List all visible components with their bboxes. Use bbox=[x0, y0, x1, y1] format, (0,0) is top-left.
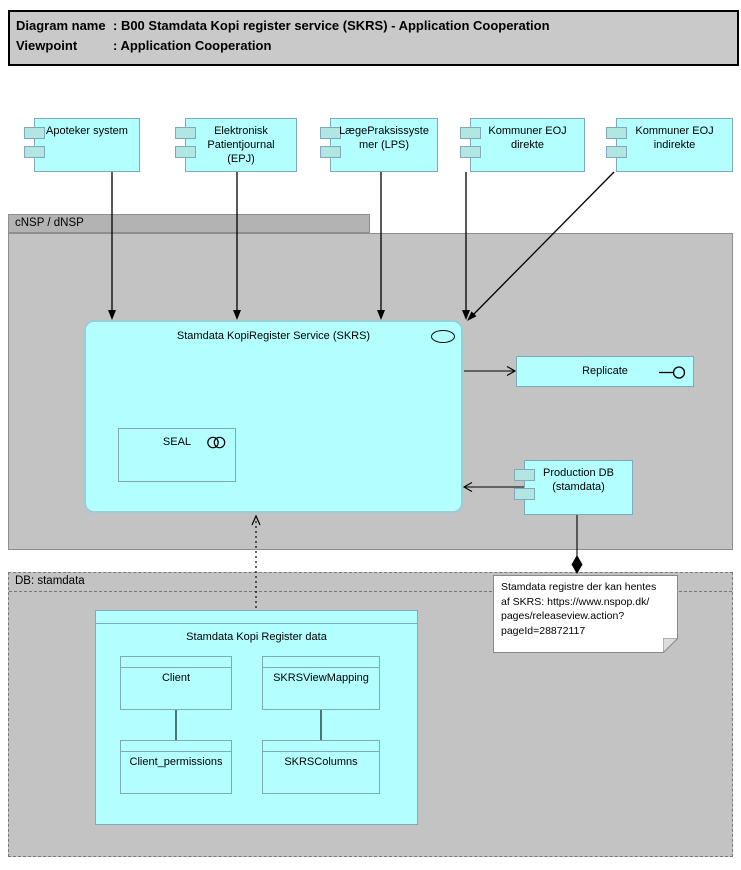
title-row-diagram-name: Diagram name : B00 Stamdata Kopi registe… bbox=[16, 16, 737, 36]
component-port-icon bbox=[514, 488, 535, 500]
seal-label: SEAL bbox=[162, 436, 192, 448]
component-seal[interactable]: SEAL bbox=[118, 428, 236, 482]
data-object-band bbox=[96, 611, 417, 624]
group-header-db-stamdata: DB: stamdata bbox=[9, 573, 732, 592]
interface-replicate[interactable]: Replicate bbox=[516, 356, 694, 387]
component-port-icon bbox=[320, 127, 341, 139]
title-row-viewpoint: Viewpoint : Application Cooperation bbox=[16, 36, 737, 56]
label-line: direkte bbox=[510, 139, 545, 151]
component-label: LægePraksissyste mer (LPS) bbox=[331, 124, 437, 152]
service-label: Stamdata KopiRegister Service (SKRS) bbox=[176, 330, 371, 342]
component-port-icon bbox=[460, 127, 481, 139]
component-port-icon bbox=[606, 127, 627, 139]
replicate-label: Replicate bbox=[582, 365, 628, 377]
label-line: Apoteker system bbox=[46, 125, 128, 137]
data-object-label: Client bbox=[161, 672, 191, 684]
component-label: Elektronisk Patientjournal (EPJ) bbox=[186, 124, 296, 166]
label-line: LægePraksissyste bbox=[339, 125, 429, 137]
label-line: (stamdata) bbox=[552, 481, 605, 493]
component-label: Kommuner EOJ direkte bbox=[471, 124, 584, 152]
note-line: pageId=28872117 bbox=[501, 624, 586, 637]
data-object-label: Client_permissions bbox=[129, 756, 223, 768]
component-port-icon bbox=[24, 146, 45, 158]
viewpoint-value: : Application Cooperation bbox=[113, 38, 272, 53]
component-apoteker-system[interactable]: Apoteker system bbox=[24, 118, 140, 172]
component-laegepraksissystemer[interactable]: LægePraksissyste mer (LPS) bbox=[320, 118, 438, 172]
label-line: mer (LPS) bbox=[358, 139, 410, 151]
component-kommuner-eoj-indirekte[interactable]: Kommuner EOJ indirekte bbox=[606, 118, 733, 172]
label-line: Elektronisk bbox=[214, 125, 268, 137]
data-object-band bbox=[263, 741, 379, 752]
data-object-skrscolumns[interactable]: SKRSColumns bbox=[262, 740, 380, 794]
note-line: Stamdata registre der kan hentes bbox=[501, 581, 657, 593]
group-label: DB: stamdata bbox=[15, 575, 85, 587]
viewpoint-label: Viewpoint bbox=[16, 38, 78, 53]
component-port-icon bbox=[175, 146, 196, 158]
note-line: pages/releaseview.action? bbox=[501, 610, 625, 622]
data-object-client[interactable]: Client bbox=[120, 656, 232, 710]
title-label: Diagram name bbox=[16, 18, 106, 33]
component-label: Production DB (stamdata) bbox=[525, 466, 632, 494]
component-port-icon bbox=[606, 146, 627, 158]
data-object-label: SKRSViewMapping bbox=[273, 672, 369, 684]
service-stamdata-kopiregister[interactable]: Stamdata KopiRegister Service (SKRS) bbox=[84, 320, 463, 513]
label-line: Kommuner EOJ bbox=[635, 125, 714, 137]
component-port-icon bbox=[514, 469, 535, 481]
component-port-icon bbox=[460, 146, 481, 158]
label-line: indirekte bbox=[653, 139, 696, 151]
data-model-title: Stamdata Kopi Register data bbox=[186, 631, 327, 643]
component-kommuner-eoj-direkte[interactable]: Kommuner EOJ direkte bbox=[460, 118, 585, 172]
group-label: cNSP / dNSP bbox=[15, 217, 84, 229]
data-object-band bbox=[121, 657, 231, 668]
component-label: Apoteker system bbox=[35, 124, 139, 138]
data-object-band bbox=[263, 657, 379, 668]
component-label: Kommuner EOJ indirekte bbox=[617, 124, 732, 152]
data-object-band bbox=[121, 741, 231, 752]
data-object-skrsviewmapping[interactable]: SKRSViewMapping bbox=[262, 656, 380, 710]
label-line: Production DB bbox=[543, 467, 614, 479]
application-service-icon bbox=[431, 330, 455, 343]
component-elektronisk-patientjournal[interactable]: Elektronisk Patientjournal (EPJ) bbox=[175, 118, 297, 172]
label-line: (EPJ) bbox=[227, 153, 255, 165]
label-line: Kommuner EOJ bbox=[488, 125, 567, 137]
data-object-label: SKRSColumns bbox=[284, 756, 358, 768]
note-fold-icon bbox=[663, 638, 678, 653]
note-line: af SKRS: https://www.nspop.dk/ bbox=[501, 595, 650, 608]
component-port-icon bbox=[175, 127, 196, 139]
group-tab-cnsp-dnsp[interactable]: cNSP / dNSP bbox=[8, 214, 370, 233]
data-object-client-permissions[interactable]: Client_permissions bbox=[120, 740, 232, 794]
component-production-db[interactable]: Production DB (stamdata) bbox=[514, 460, 633, 515]
note-stamdata-registre[interactable]: Stamdata registre der kan hentes af SKRS… bbox=[493, 575, 678, 653]
label-line: Patientjournal bbox=[207, 139, 275, 151]
diagram-title-bar: Diagram name : B00 Stamdata Kopi registe… bbox=[8, 10, 739, 66]
collaboration-icon bbox=[207, 436, 226, 449]
title-value: : B00 Stamdata Kopi register service (SK… bbox=[113, 18, 550, 33]
component-port-icon bbox=[320, 146, 341, 158]
interface-icon bbox=[659, 366, 686, 379]
component-port-icon bbox=[24, 127, 45, 139]
